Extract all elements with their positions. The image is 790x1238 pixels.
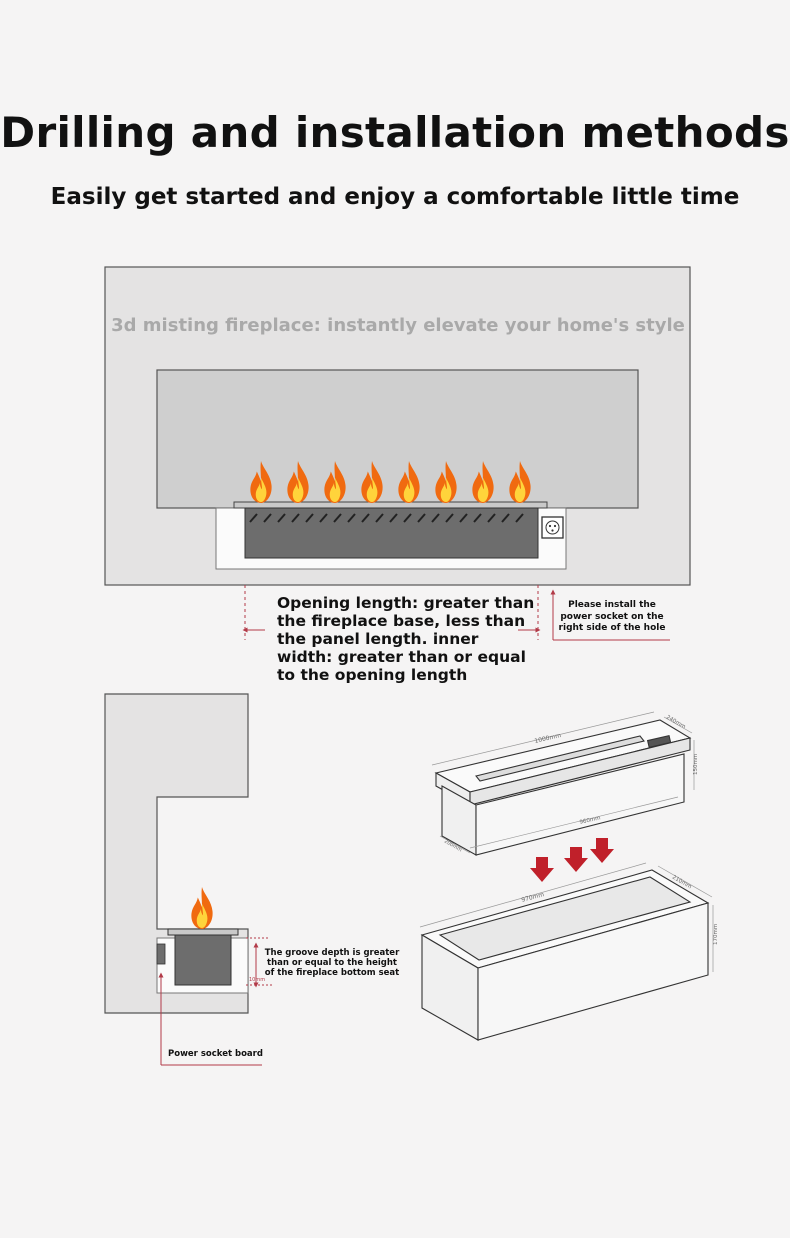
flame-slot bbox=[475, 735, 645, 782]
opening-length-leaders bbox=[242, 585, 541, 640]
socket-board-block bbox=[156, 943, 166, 965]
down-arrows bbox=[530, 838, 614, 882]
fireplace-top-plate bbox=[233, 501, 548, 509]
insert-front-face bbox=[475, 753, 685, 856]
bottom-dimension-lines bbox=[419, 862, 714, 972]
dim-bottom-height: 170mm bbox=[713, 924, 719, 945]
socket-note: Please install the power socket on the r… bbox=[558, 600, 666, 633]
opening-length-note: Opening length: greater than the firepla… bbox=[277, 594, 535, 684]
side-fireplace-body bbox=[174, 934, 232, 986]
dim-top-length: 1000mm bbox=[534, 732, 562, 745]
power-socket-icon bbox=[541, 516, 564, 539]
front-view: 3d misting fireplace: instantly elevate … bbox=[104, 266, 691, 641]
flame-icon bbox=[191, 887, 213, 929]
isometric-fireplace-insert bbox=[434, 719, 692, 856]
side-top-plate bbox=[167, 928, 239, 936]
display-opening bbox=[156, 369, 639, 509]
socket-leader bbox=[550, 589, 670, 641]
top-dimension-lines bbox=[431, 711, 695, 854]
down-arrow-icon bbox=[564, 847, 588, 872]
groove-depth-leader bbox=[246, 937, 272, 988]
power-socket-board-label: Power socket board bbox=[168, 1049, 263, 1059]
dim-top-height: 150mm bbox=[693, 754, 699, 775]
groove-dim-label: 10mm bbox=[249, 977, 265, 983]
dim-top-inner: 960mm bbox=[579, 815, 601, 826]
socket-board-leader bbox=[158, 972, 262, 1066]
box-front-face bbox=[477, 902, 709, 1041]
down-arrow-icon bbox=[590, 838, 614, 863]
down-arrow-icon bbox=[530, 857, 554, 882]
panel-overlay-text: 3d misting fireplace: instantly elevate … bbox=[111, 315, 685, 336]
control-panel bbox=[646, 734, 672, 749]
box-cavity bbox=[438, 876, 692, 961]
page-title: Drilling and installation methods bbox=[0, 108, 790, 157]
vent-hatching bbox=[249, 513, 524, 523]
page-subtitle: Easily get started and enjoy a comfortab… bbox=[50, 184, 740, 210]
side-section-view: 10mm bbox=[104, 693, 272, 1066]
groove-depth-note: The groove depth is greater than or equa… bbox=[264, 948, 400, 978]
fireplace-body bbox=[244, 507, 539, 559]
isometric-groove-box bbox=[420, 869, 710, 1041]
